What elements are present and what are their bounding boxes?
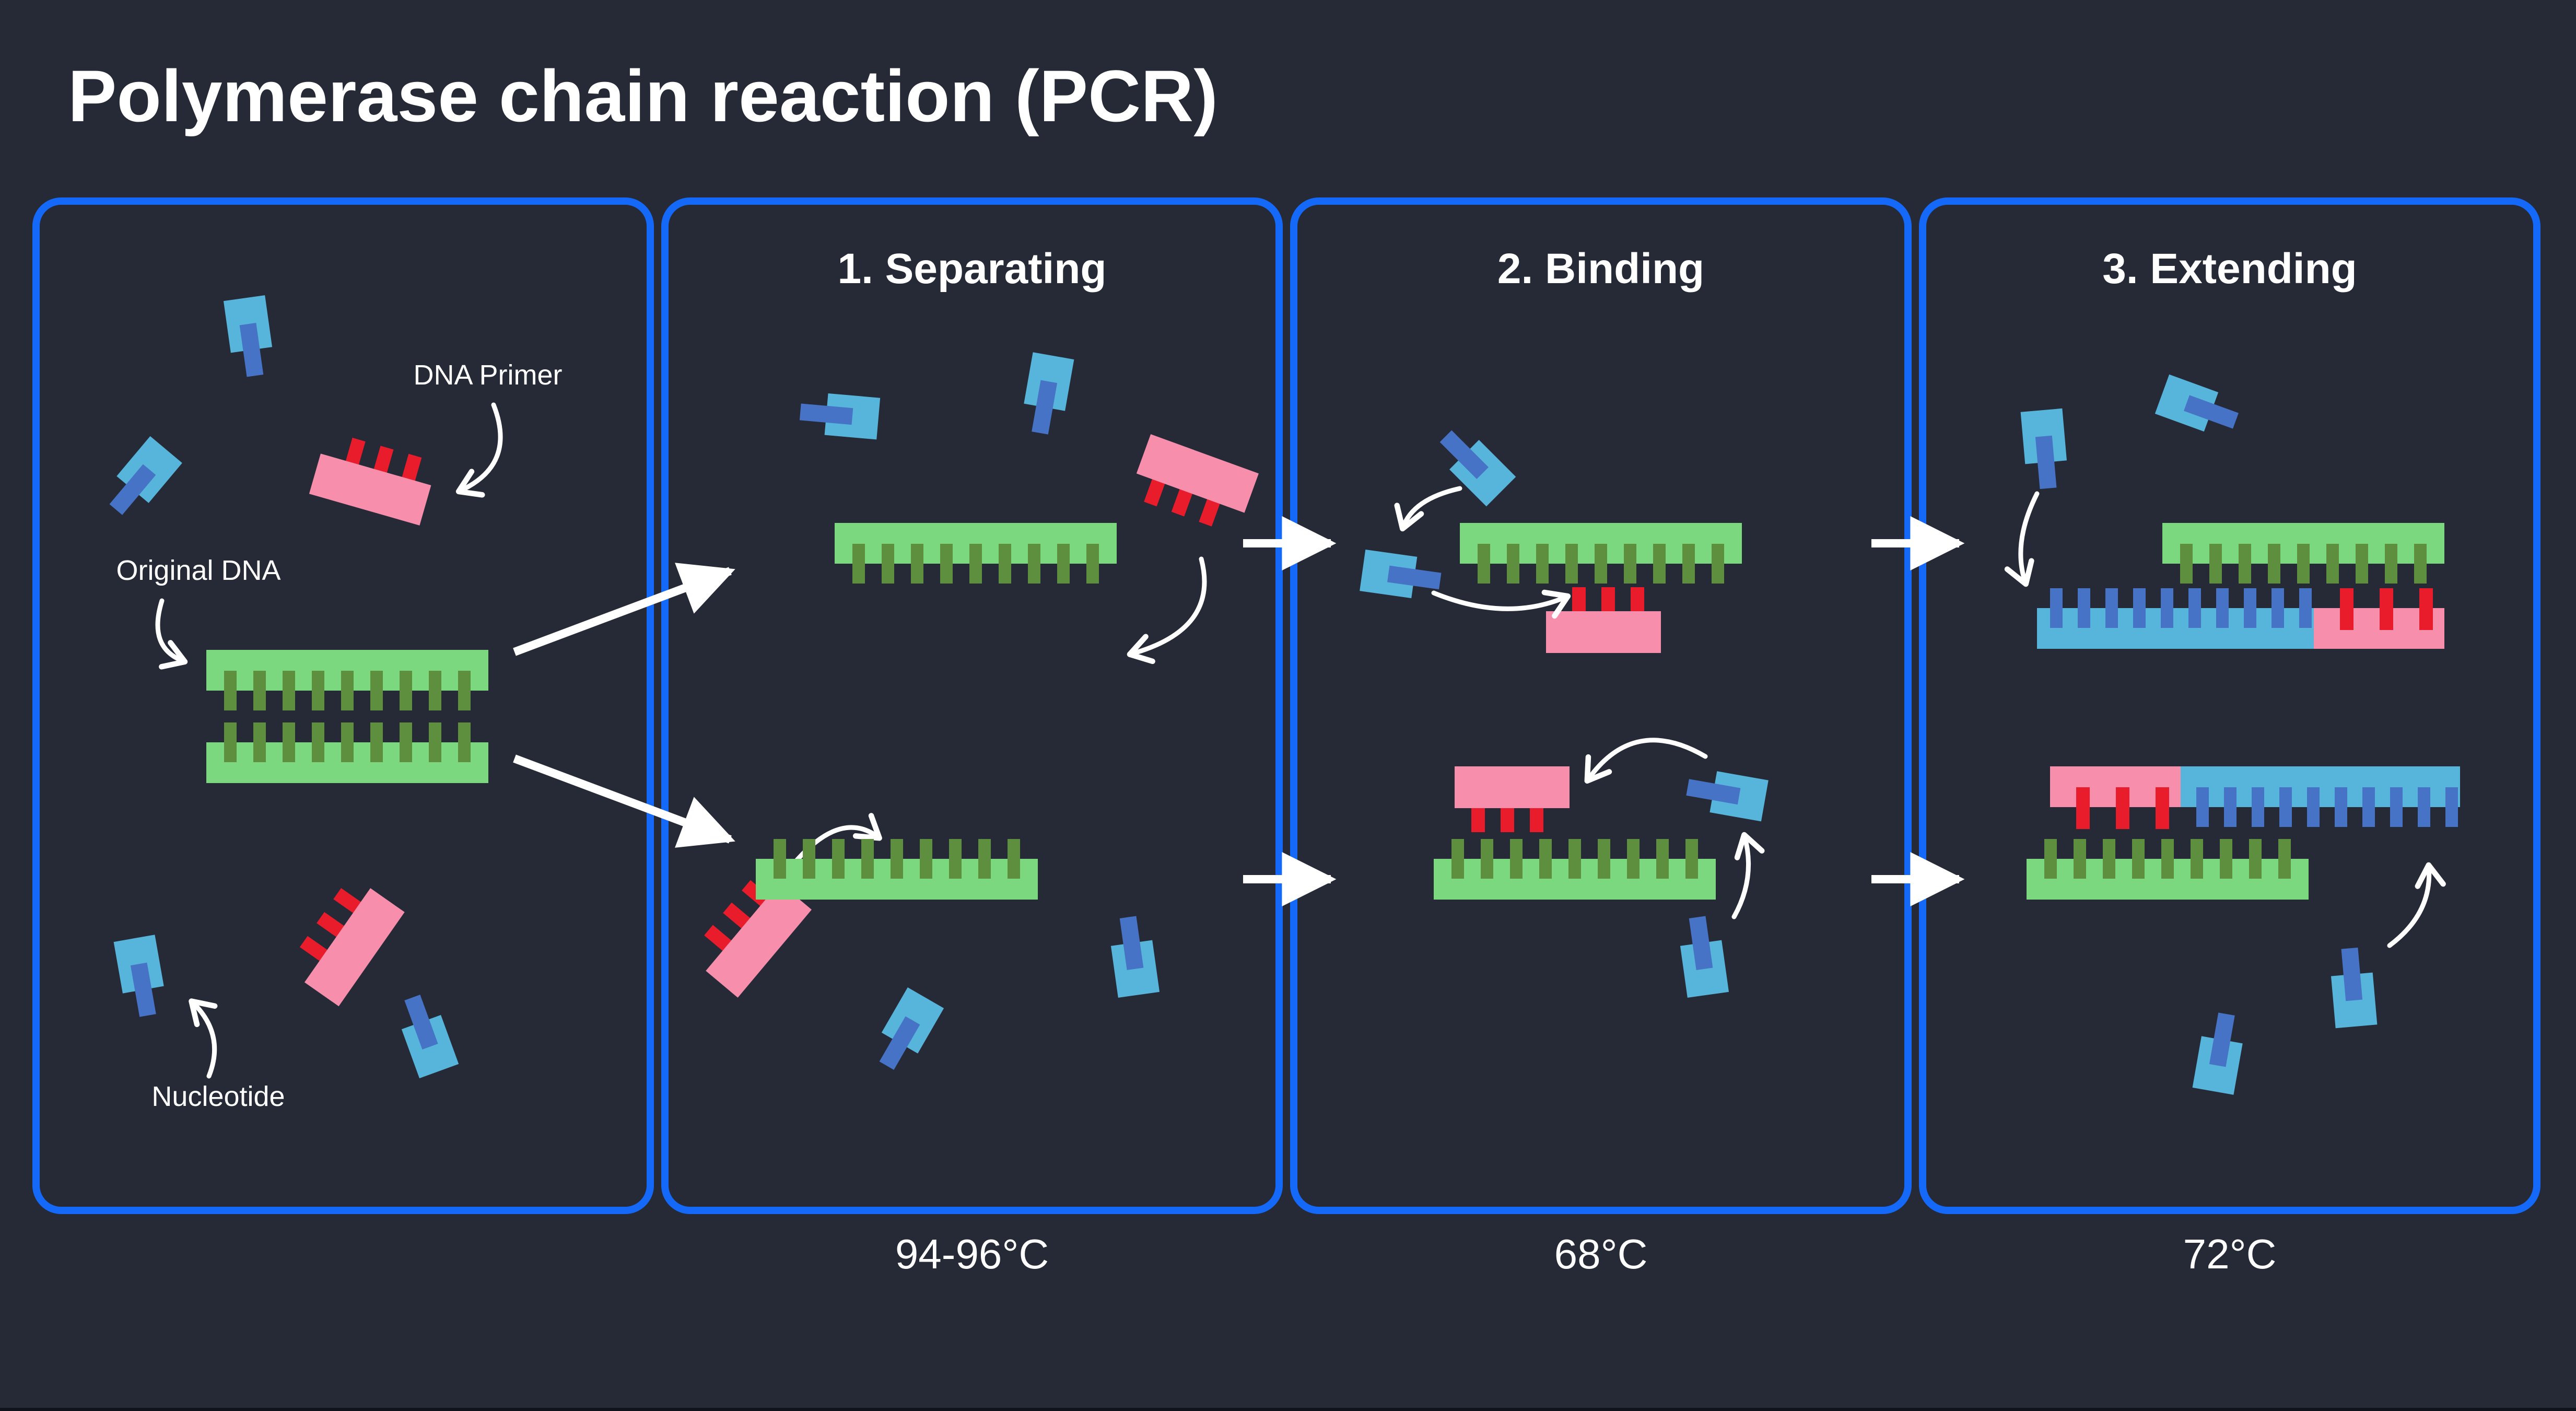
curved-arrow-icon — [189, 998, 218, 1079]
curved-arrow-icon — [1431, 589, 1571, 619]
panel-mixture: DNA Primer Original DNA Nucleotide — [100, 295, 735, 1112]
new-dna-strand-icon — [2050, 766, 2460, 829]
curved-arrow-icon — [2004, 491, 2040, 587]
panel-mixture-frame — [32, 197, 654, 1214]
curved-arrow-icon — [2387, 862, 2446, 948]
panel-separating-frame — [661, 197, 1283, 1214]
panel-title-extending: 3. Extending — [2102, 245, 2357, 293]
page-title: Polymerase chain reaction (PCR) — [68, 55, 1218, 137]
dna-primer-label: DNA Primer — [413, 359, 562, 391]
temperature-label-extending: 72°C — [2183, 1231, 2277, 1277]
panel-separating — [687, 352, 1337, 1076]
panel-extending — [2004, 374, 2460, 1095]
curved-arrow-icon — [1394, 486, 1462, 532]
curved-arrow-icon — [1584, 738, 1708, 784]
temperature-label-binding: 68°C — [1554, 1231, 1648, 1277]
original-dna-label: Original DNA — [116, 555, 280, 586]
arrow-right-icon — [513, 563, 735, 656]
curved-arrow-icon — [155, 598, 188, 670]
nucleotide-label: Nucleotide — [151, 1081, 285, 1112]
new-dna-strand-icon — [2037, 588, 2444, 649]
curved-arrow-icon — [1731, 832, 1765, 919]
panel-extending-frame — [1919, 197, 2540, 1214]
panel-title-binding: 2. Binding — [1497, 245, 1704, 293]
panel-binding-frame — [1290, 197, 1912, 1214]
bottom-edge — [0, 1408, 2576, 1411]
panel-title-separating: 1. Separating — [838, 245, 1107, 293]
temperature-label-separating: 94-96°C — [895, 1231, 1049, 1277]
panel-binding — [1360, 421, 1965, 998]
curved-arrow-icon — [455, 402, 503, 498]
curved-arrow-icon — [1127, 556, 1207, 664]
arrow-right-icon — [513, 754, 735, 848]
